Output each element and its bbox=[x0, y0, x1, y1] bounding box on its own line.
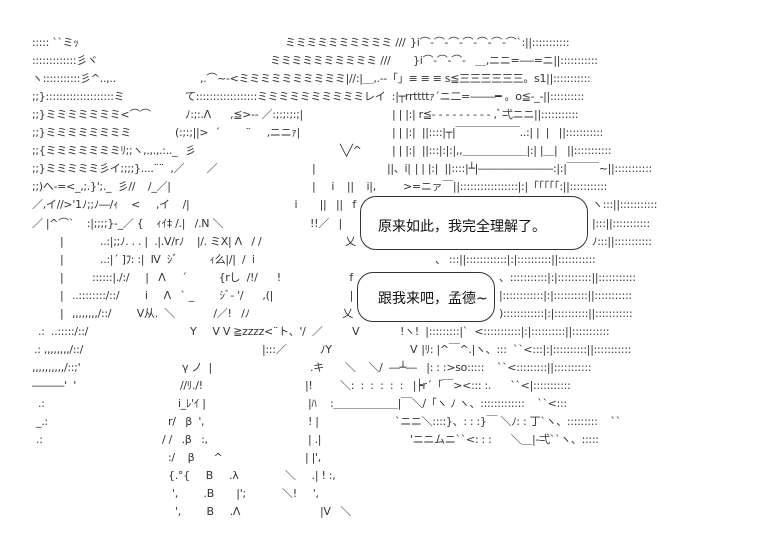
art-line-segment: .キ bbox=[310, 360, 324, 374]
art-line-segment: .: bbox=[36, 433, 43, 447]
art-line-segment: | | |:| ||:::|:|:|,,＿＿＿＿＿＿|:| |＿| ||::::… bbox=[392, 144, 612, 158]
art-line-segment: i || || f bbox=[294, 198, 356, 212]
art-line-segment: ;;}ミミミミミミミ<⌒⌒ bbox=[32, 108, 151, 122]
art-line-segment: .: bbox=[38, 397, 45, 410]
art-line-segment: 、 :::||::::::::::::|:|::::::::::||::::::… bbox=[435, 252, 596, 266]
art-line-segment: ..::::::::/::/ i Λ ` _ ｼﾞ‐ '/ ,(| bbox=[72, 288, 274, 302]
art-line-segment: r/ β ', bbox=[168, 415, 205, 429]
art-line-segment: ,,,,,,,,,,/::;' bbox=[32, 360, 81, 374]
art-line-segment: 彡 bbox=[185, 144, 196, 158]
art-line-segment: |:::||::::::::::: bbox=[592, 216, 650, 230]
art-line-segment: >=ニァ￣||:::::::::::::::::|:|「「「「「:||:::::… bbox=[403, 180, 608, 194]
art-line-segment: ;;{ミミミミミミミﾘ;;ヽ,.,.,.:.._ bbox=[32, 144, 178, 158]
art-line-segment: ミミミミミミミミミミ /// bbox=[270, 54, 391, 68]
art-line-segment: ..:|´ ]ﾌ: :| Ⅳ ｼﾞ ｨ么|/| / i bbox=[100, 252, 255, 266]
art-line-segment: .: ,,,,,,,,/::/ bbox=[34, 342, 83, 356]
art-line-segment: 乂 bbox=[345, 234, 356, 248]
art-line-segment: ヽ:::||::::::::::: bbox=[592, 198, 658, 212]
art-line-segment: ＼! ', bbox=[282, 487, 319, 501]
art-line-segment: ,.⌒~‐<ミミミミミミミミミミ|//:|＿,.-‐「」≡ ≡ ≡ s≦三三三三… bbox=[200, 72, 591, 86]
art-line-segment: | bbox=[349, 288, 354, 302]
art-line-segment: ', .B |'; bbox=[172, 487, 246, 501]
art-line-segment: (:;:;||> ´ ¨ ,ニニｧ| bbox=[175, 126, 300, 140]
art-line-segment: ::::::|./:/ | Λ ´ {rし /!/ ! bbox=[92, 270, 281, 284]
art-line-segment: _.: bbox=[36, 415, 48, 429]
art-line-segment: | bbox=[60, 252, 64, 266]
art-line-segment: :::::::::::::彡ヾ bbox=[32, 54, 98, 68]
art-line-segment: ;;)へ‐=<_,;.}';._ 彡// /_／| bbox=[32, 180, 171, 194]
art-line-segment: 'ニニムニ``<: : : ＼＿|‐弌``ヽ、::::: bbox=[410, 433, 599, 447]
art-line-segment: ╲╱^ bbox=[340, 144, 362, 158]
art-line-segment: ／,イ//>'1ﾉ;;ﾉ―/ｨ < ,イ /| bbox=[32, 198, 190, 212]
art-line-segment: / / .β :, bbox=[162, 433, 208, 447]
art-line-segment: ,,,,,,,,/::/ V从. ＼ /／! /ﾉ bbox=[72, 306, 250, 320]
art-line-segment: |! bbox=[305, 378, 313, 392]
art-line-segment: ―――' ' bbox=[32, 378, 76, 392]
art-line-segment: 乂 bbox=[342, 306, 353, 320]
art-line-segment: .: ..:::::/::/ bbox=[38, 324, 89, 338]
art-line-segment: ﾉ:::||::::::::::: bbox=[592, 234, 652, 248]
speech-bubble-2 bbox=[357, 272, 495, 322]
speech-text-2: 跟我来吧，孟德~ bbox=[378, 291, 488, 307]
art-line-segment: | bbox=[60, 270, 64, 284]
art-line-segment: て::::::::::::::::::ミミミミミミミミミミレイ :|┬rrttt… bbox=[185, 90, 585, 104]
art-line-segment: | |', bbox=[305, 451, 321, 465]
art-line-segment: ;;}ミミミミミミミミ bbox=[32, 126, 132, 140]
art-line-segment: | .| bbox=[308, 433, 322, 447]
art-line-segment: ﾉ:;:.Λ ,≦>‐‐ ／:;:;:;:;| bbox=[185, 108, 303, 122]
art-line-segment: |V ＼ bbox=[320, 505, 351, 519]
art-line-segment: | bbox=[60, 288, 64, 302]
art-line-segment: `ニニ＼::::}、: : :}￣ ＼ﾉ: : 丁`ヽ、::::::::: `` bbox=[395, 415, 621, 429]
art-line-segment: :/ β ^ bbox=[168, 451, 223, 465]
art-line-segment: ..:|;;ﾉ. . . | .|.V/rﾉ |/. ミX| Λ / / bbox=[100, 234, 262, 248]
art-line-segment: | | |:| ||::::|┴|―――――――:|:|￣￣￣~||::::::… bbox=[414, 162, 653, 176]
art-line-segment: | | |:| r≦- - - - - - - - - ,ﾞ弌ニニ||:::::… bbox=[392, 108, 579, 122]
art-line-segment: | bbox=[60, 234, 64, 248]
art-line-segment: ／ |^⌒` :|;;;;}‐_／ { ｨｲ‡ /.| /.N ＼ bbox=[32, 216, 224, 230]
art-line-segment: :＿＿＿＿＿＿|￣＼/「ヽ ﾉ ヽ、::::::::::::: ``<::: bbox=[330, 397, 567, 410]
art-line-segment: ミミミミミミミミミミ /// bbox=[285, 36, 406, 49]
art-line-segment: !ヽ! |:::::::::|` <:::::::::::|:|::::::::… bbox=[400, 324, 610, 338]
art-line-segment: ＼ ＼/ ―┴― |: : :>so::::: ``<:::::::::||::… bbox=[345, 360, 592, 374]
art-line-segment: ', B .Λ bbox=[175, 505, 241, 519]
art-line-segment: ! | bbox=[308, 415, 319, 429]
art-line-segment: | | |:| ||::::|┬|￣￣￣￣￣￣..:| | | ||::::::… bbox=[392, 126, 604, 140]
art-line-segment: |ﾘ: |^￣^.|ヽ、::: ``<:::|:|::::::::::||:::… bbox=[421, 342, 632, 356]
art-line-segment: )::::::::::::|:|::::::::::||::::::::::: bbox=[499, 306, 633, 320]
art-line-segment: γ ノ | bbox=[182, 360, 212, 374]
art-line-segment: ﾉY bbox=[320, 342, 332, 356]
art-line-segment: ;;}ミミミミミ彡イ;;;;}....¨¨ ,／ ／ bbox=[32, 162, 218, 176]
art-line-segment: ::::: ``ミｯ bbox=[32, 36, 79, 49]
speech-bubble-1 bbox=[360, 196, 588, 250]
art-line-segment: !!／ | bbox=[310, 216, 342, 230]
art-line-segment: }i⌒‐⌒‐⌒‐ ＿,ニニ=‐―=ニ||::::::::::: bbox=[413, 54, 598, 68]
art-line-segment: {.°{ B .λ bbox=[168, 469, 239, 483]
art-line-segment: ;;}::::::::::::::::::::ミ bbox=[32, 90, 125, 104]
art-line-segment: Y V V ≧zzzz<¨ト、'/ ／ bbox=[190, 324, 323, 338]
art-line-segment: | i || i|, bbox=[312, 180, 376, 194]
speech-text-1: 原来如此，我完全理解了。 bbox=[378, 219, 546, 235]
art-line-segment: | bbox=[312, 162, 316, 176]
art-line-segment: ＼: : : : : : |┝r´「￣><::: :. ``<|::::::::… bbox=[340, 378, 571, 392]
art-line-segment: i_ﾚ'ｲ | bbox=[178, 397, 206, 410]
art-line-segment: |ﾊ bbox=[308, 397, 317, 410]
art-line-segment: | bbox=[60, 306, 64, 320]
art-line-segment: V bbox=[352, 324, 360, 338]
art-line-segment: V bbox=[410, 342, 418, 356]
art-line-segment: f bbox=[349, 270, 353, 284]
art-line-segment: |::::::::::::|:|::::::::::||::::::::::: bbox=[499, 288, 632, 302]
art-line-segment: ||、i| bbox=[387, 162, 411, 176]
art-line-segment: |:::／ bbox=[262, 342, 287, 356]
art-line-segment: 、:::::::::::|:|::::::::::||::::::::::: bbox=[499, 270, 636, 284]
art-line-segment: }i⌒‐⌒‐⌒‐⌒‐⌒‐⌒‐⌒`:||::::::::::: bbox=[410, 36, 570, 49]
art-line-segment: ＼ .| ! :, bbox=[285, 469, 336, 483]
art-line-segment: ヽ:::::::::::彡^..,.. bbox=[32, 72, 116, 86]
art-line-segment: //ﾘ./! bbox=[180, 378, 203, 392]
